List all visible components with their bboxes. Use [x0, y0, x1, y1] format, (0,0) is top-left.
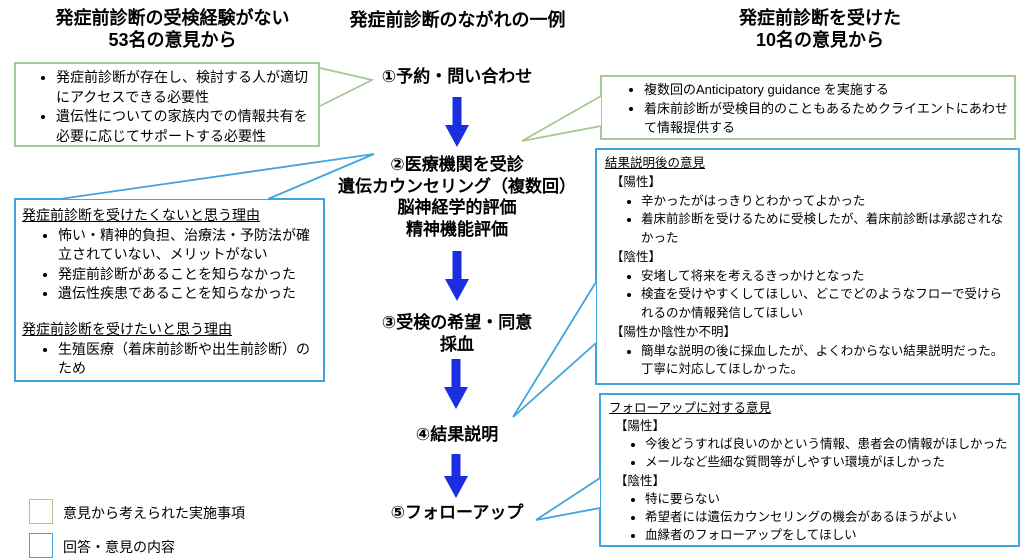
- result-negative-list: 安堵して将来を考えるきっかけとなった 検査を受けやすくしてほしい、どこでどのよう…: [605, 267, 1010, 323]
- list-item: 複数回のAnticipatory guidance を実施する: [644, 81, 1008, 100]
- list-item: 検査を受けやすくしてほしい、どこでどのようなフローで受けられるのか情報発信してほ…: [641, 285, 1010, 323]
- list-item: 血縁者のフォローアップをしてほしい: [645, 526, 1010, 544]
- flow-step-3-line2: 採血: [440, 334, 474, 354]
- flow-step-3: ③受検の希望・同意 採血: [300, 312, 614, 355]
- list-item: 簡単な説明の後に採血したが、よくわからない結果説明だった。丁寧に対応してほしかっ…: [641, 342, 1010, 380]
- positive-label: 【陽性】: [611, 174, 662, 189]
- list-item: 遺伝性についての家族内での情報共有を必要に応じてサポートする必要性: [56, 107, 314, 146]
- flow-step-2-line1: ②医療機関を受診: [390, 155, 524, 174]
- flow-step-1: ①予約・問い合わせ: [381, 67, 533, 86]
- list-item: 今後どうすれば良いのかという情報、患者会の情報がほしかった: [645, 435, 1010, 453]
- legend-blue-label: 回答・意見の内容: [63, 539, 175, 555]
- flow-step-2-line3: 脳神経学的評価: [397, 198, 517, 218]
- followup-positive-list: 今後どうすれば良いのかという情報、患者会の情報がほしかった メールなど些細な質問…: [609, 435, 1010, 471]
- right-column-title: 発症前診断を受けた 10名の意見から: [665, 8, 975, 52]
- positive-label: 【陽性】: [615, 419, 666, 434]
- result-opinion-box: 結果説明後の意見 【陽性】 辛かったがはっきりとわかってよかった 着床前診断を受…: [595, 148, 1020, 385]
- reasons-against-list: 怖い・精神的負担、治療法・予防法が確立されていない、メリットがない 発症前診断が…: [22, 226, 317, 304]
- flow-step-2-line4: 精神機能評価: [406, 219, 508, 239]
- legend-blue-swatch: [29, 533, 53, 558]
- list-item: メールなど些細な質問等がしやすい環境がほしかった: [645, 453, 1010, 471]
- list-item: 遺伝性疾患であることを知らなかった: [58, 284, 317, 304]
- list-item: 辛かったがはっきりとわかってよかった: [641, 192, 1010, 211]
- reasons-for-heading: 発症前診断を受けたいと思う理由: [22, 320, 232, 337]
- down-arrow-icon: [444, 359, 468, 409]
- followup-opinion-box: フォローアップに対する意見 【陽性】 今後どうすれば良いのかという情報、患者会の…: [599, 393, 1020, 547]
- right-column-title-line2: 10名の意見から: [755, 29, 885, 50]
- unknown-label: 【陽性か陰性か不明】: [611, 324, 737, 339]
- list-item: 怖い・精神的負担、治療法・予防法が確立されていない、メリットがない: [58, 226, 317, 265]
- right-implementation-list: 複数回のAnticipatory guidance を実施する 着床前診断が受検…: [608, 81, 1008, 138]
- left-implementation-box: 発症前診断が存在し、検討する人が適切にアクセスできる必要性 遺伝性についての家族…: [14, 62, 320, 147]
- list-item: 安堵して将来を考えるきっかけとなった: [641, 267, 1010, 286]
- list-item: 発症前診断が存在し、検討する人が適切にアクセスできる必要性: [56, 68, 314, 107]
- result-positive-list: 辛かったがはっきりとわかってよかった 着床前診断を受けるために受検したが、着床前…: [605, 192, 1010, 248]
- list-item: 特に要らない: [645, 490, 1010, 508]
- reasons-for-list: 生殖医療（着床前診断や出生前診断）のため: [22, 340, 317, 379]
- list-item: 着床前診断を受けるために受検したが、着床前診断は承認されなかった: [641, 210, 1010, 248]
- followup-negative-list: 特に要らない 希望者には遺伝カウンセリングの機会があるほうがよい 血縁者のフォロ…: [609, 490, 1010, 544]
- left-implementation-list: 発症前診断が存在し、検討する人が適切にアクセスできる必要性 遺伝性についての家族…: [20, 68, 314, 146]
- callout-pointer-icon: [521, 95, 602, 142]
- left-column-title-line1: 発症前診断の受検経験がない: [55, 8, 290, 28]
- flow-step-4: ④結果説明: [415, 425, 499, 444]
- right-implementation-box: 複数回のAnticipatory guidance を実施する 着床前診断が受検…: [600, 75, 1016, 140]
- reasons-against-heading: 発症前診断を受けたくないと思う理由: [22, 207, 260, 223]
- flow-step-5: ⑤フォローアップ: [390, 503, 524, 522]
- result-opinion-heading: 結果説明後の意見: [605, 156, 706, 170]
- left-column-title: 発症前診断の受検経験がない 53名の意見から: [0, 8, 345, 52]
- right-column-title-line1: 発症前診断を受けた: [739, 8, 901, 28]
- list-item: 希望者には遺伝カウンセリングの機会があるほうがよい: [645, 508, 1010, 526]
- result-unknown-list: 簡単な説明の後に採血したが、よくわからない結果説明だった。丁寧に対応してほしかっ…: [605, 342, 1010, 380]
- negative-label: 【陰性】: [611, 249, 662, 264]
- middle-column-title: 発症前診断のながれの一例: [349, 10, 566, 30]
- negative-label: 【陰性】: [615, 473, 666, 488]
- spacer: [22, 304, 317, 320]
- list-item: 着床前診断が受検目的のこともあるためクライエントにあわせて情報提供する: [644, 100, 1008, 138]
- down-arrow-icon: [445, 251, 469, 301]
- left-reasons-box: 発症前診断を受けたくないと思う理由 怖い・精神的負担、治療法・予防法が確立されて…: [14, 198, 325, 382]
- list-item: 発症前診断があることを知らなかった: [58, 265, 317, 285]
- flow-step-2-line2: 遺伝カウンセリング（複数回）: [338, 176, 576, 196]
- legend-green-swatch: [29, 499, 53, 524]
- followup-opinion-heading: フォローアップに対する意見: [609, 401, 772, 415]
- down-arrow-icon: [444, 454, 468, 498]
- down-arrow-icon: [445, 97, 469, 147]
- left-column-title-line2: 53名の意見から: [108, 29, 237, 50]
- flow-step-2: ②医療機関を受診 遺伝カウンセリング（複数回） 脳神経学的評価 精神機能評価: [300, 154, 614, 240]
- list-item: 生殖医療（着床前診断や出生前診断）のため: [58, 340, 317, 379]
- flow-step-3-line1: ③受検の希望・同意: [381, 313, 533, 332]
- legend-green-label: 意見から考えられた実施事項: [63, 505, 245, 521]
